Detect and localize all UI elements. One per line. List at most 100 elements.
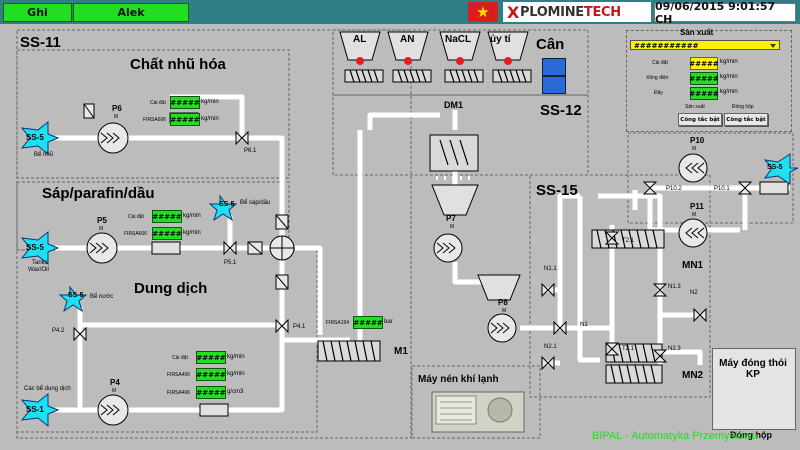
p4-setpoint-label: Cài đặt [172, 355, 188, 361]
packing-machine-label: Máy đóng thỏi KP [719, 358, 787, 380]
source-tanks: Tanks [32, 260, 48, 266]
m1-label: M1 [394, 346, 408, 357]
panel-xong-dien-label: Xông điện [646, 75, 669, 81]
p6-flow-value: ##### [170, 113, 200, 126]
valve-p4-2-label: P4.2 [52, 328, 65, 334]
scroll-down-button[interactable] [542, 76, 566, 94]
scroll-up-button[interactable] [542, 58, 566, 76]
t21-lower-label: T2.1 [622, 346, 635, 352]
source-be-nuoc: Bể nước [90, 294, 114, 300]
source-wax-oil: Wax/Oil [28, 267, 49, 273]
datetime-display: 09/06/2015 9:01:57 CH [654, 0, 796, 26]
p4-flow-unit: kg/min [227, 371, 245, 377]
panel-day-label: Đây [654, 90, 663, 96]
hopper-al: AL [353, 34, 367, 45]
firsa606-label-a: FIRSA606 [143, 117, 167, 123]
pump-p5-motor: M [99, 226, 104, 232]
production-title: Sản xuất [680, 28, 714, 37]
valve-p5-1-label: P5.1 [224, 260, 237, 266]
section-ss15: SS-15 [536, 182, 578, 199]
source-be-nhu: Bể nhũ [34, 152, 54, 158]
pressure-unit: bar [384, 319, 393, 325]
source-ss1: SS-1 [26, 405, 44, 414]
source-ss5-nuoc: SS-5 [68, 292, 84, 299]
hopper-nacl: NaCL [445, 34, 472, 45]
p4-setpoint-value[interactable]: ##### [196, 351, 226, 364]
footer-brand: BIPAL - Automatyka Przemysłowa [592, 430, 758, 442]
vietnam-flag-icon: ★ [468, 2, 498, 22]
mn2-label: MN2 [682, 370, 704, 381]
pump-p5-label: P5 [97, 216, 107, 225]
valve-p6-1-label: P6.1 [244, 148, 257, 154]
packing-machine [712, 348, 796, 430]
source-be-dung-dich: Các bể dung dịch [24, 386, 71, 392]
pressure-value: ##### [353, 316, 383, 329]
p5-setpoint-label: Cài đặt [128, 214, 144, 220]
n2-label: N2 [690, 290, 698, 296]
section-sap-parafin: Sáp/parafin/dầu [42, 185, 155, 202]
pump-p4-motor: M [112, 388, 117, 394]
p6-setpoint-unit: kg/min [201, 99, 219, 105]
valve-p4-1-label: P4.1 [293, 324, 306, 330]
section-ss11: SS-11 [20, 34, 61, 51]
source-ss5-sap: SS-5 [26, 243, 44, 252]
p5-flow-value: ##### [152, 227, 182, 240]
n2-3-label: N2.3 [668, 346, 681, 352]
source-ss5-sap-top: SS-5 [219, 201, 235, 208]
user-label: Ghi [3, 3, 72, 22]
p5-setpoint-value[interactable]: ##### [152, 210, 182, 223]
panel-setpoint-label: Cài đặt [652, 60, 668, 66]
production-panel [626, 30, 792, 132]
p4-density-value: ##### [196, 386, 226, 399]
panel-day-unit: kg/min [720, 89, 738, 95]
pump-p6-label: P6 [112, 104, 122, 113]
pump-p11-label: P11 [690, 202, 704, 211]
production-selector[interactable]: ########### [630, 40, 780, 50]
section-dung-dich: Dung dịch [134, 280, 208, 297]
panel-xong-dien-unit: kg/min [720, 74, 738, 80]
n1-1-label: N1.1 [544, 266, 557, 272]
section-chat-nhu-hoa: Chất nhũ hóa [130, 56, 226, 73]
p4-density-unit: g/cm3 [227, 389, 244, 395]
valve-p10-2-label: P10.2 [666, 186, 682, 192]
n2-1-label: N2.1 [544, 344, 557, 350]
hopper-tuy-tin: ủy tí [490, 34, 511, 45]
production-start-button[interactable]: Công tắc bật [678, 113, 722, 126]
section-can: Cân [536, 36, 565, 53]
panel-setpoint-value[interactable]: ##### [689, 57, 719, 70]
pump-p10-motor: M [692, 146, 697, 152]
hopper-an: AN [400, 34, 415, 45]
section-ss12: SS-12 [540, 102, 582, 119]
n1-label: N1 [580, 322, 588, 328]
packing-start-button[interactable]: Công tắc bật [724, 113, 768, 126]
p5-flow-unit: kg/min [183, 230, 201, 236]
p6-setpoint-label: Cài đặt [150, 100, 166, 106]
firsa406-label-b: FIRSA406 [167, 390, 191, 396]
pump-p7-label: P7 [446, 214, 456, 223]
source-ss5-right: SS-5 [767, 164, 783, 171]
panel-dong-hop-label: Đóng hộp [732, 104, 754, 110]
pump-p4-label: P4 [110, 378, 120, 387]
p6-setpoint-value[interactable]: ##### [170, 96, 200, 109]
dong-hop-label: Đóng hộp [730, 430, 772, 440]
firsa606-label-b: FIRSA606 [124, 231, 148, 237]
p6-flow-unit: kg/min [201, 116, 219, 122]
p5-setpoint-unit: kg/min [183, 213, 201, 219]
panel-xong-dien-value: ##### [689, 72, 719, 85]
user-name-field[interactable]: Alek [73, 3, 189, 22]
p4-setpoint-unit: kg/min [227, 354, 245, 360]
compressor-label: Máy nén khí lạnh [418, 374, 499, 385]
firsa406-label-a: FIRSA406 [167, 372, 191, 378]
pump-p8-motor: M [502, 308, 507, 314]
n1-3-label: N1.3 [668, 284, 681, 290]
mn1-label: MN1 [682, 260, 704, 271]
pump-p7-motor: M [450, 224, 455, 230]
pump-p6-motor: M [114, 114, 119, 120]
panel-day-value: ##### [689, 87, 719, 100]
panel-san-xuat-label: Sản xuất [685, 104, 705, 110]
pump-p11-motor: M [692, 212, 697, 218]
mixer-dm1-label: DM1 [444, 100, 464, 110]
